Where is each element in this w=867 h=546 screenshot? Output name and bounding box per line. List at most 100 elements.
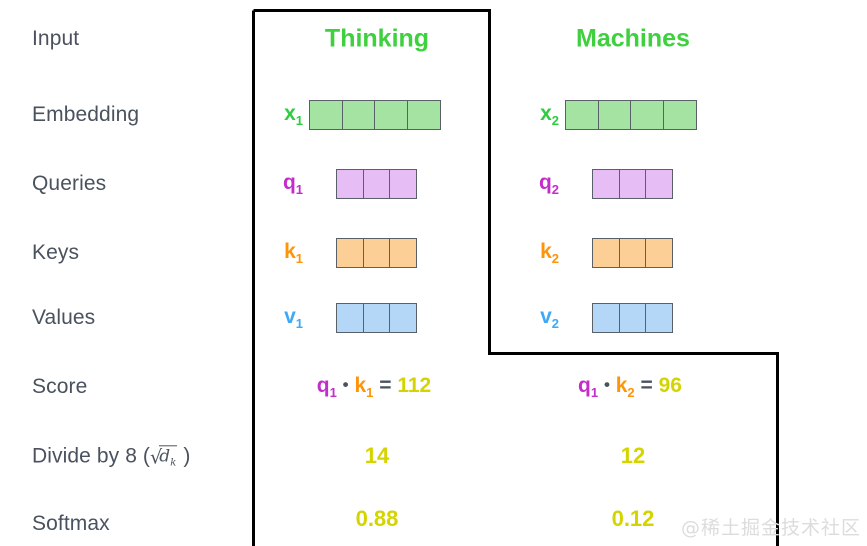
row-label-keys: Keys: [32, 241, 80, 264]
row-label-queries: Queries: [32, 172, 107, 195]
column-header-machines: Machines: [576, 24, 690, 53]
vector-symbol-k1-base: k: [284, 239, 296, 263]
vector-symbol-x2-sub: 2: [551, 113, 559, 129]
vector-cells-x2: [565, 100, 697, 130]
vector-symbol-q1-sub: 1: [295, 182, 303, 198]
score-result-2: 96: [658, 373, 682, 397]
vector-cell: [389, 238, 418, 268]
vector-symbol-x1-sub: 1: [295, 113, 303, 129]
vector-cell: [645, 169, 674, 199]
score-left-operand-1: q1: [316, 373, 337, 401]
row-label-divide-by-8: Divide by 8 (√dk ): [32, 442, 190, 469]
score-expression-column-2: q1 • k2 = 96: [578, 374, 682, 400]
score-right-symbol-1: k: [354, 373, 367, 397]
vector-cell: [618, 238, 647, 268]
score-expression-column-1: q1 • k1 = 112: [317, 374, 431, 400]
vector-cell: [645, 303, 674, 333]
divide-label-prefix: Divide by 8 (: [32, 444, 151, 468]
vector-cell: [362, 303, 391, 333]
vector-cells-x1: [309, 100, 441, 130]
vector-cell: [662, 100, 697, 130]
vector-symbol-q2-sub: 2: [551, 182, 559, 198]
vector-symbol-v2-sub: 2: [551, 316, 559, 332]
column-header-thinking: Thinking: [324, 24, 430, 53]
vector-cell: [389, 303, 418, 333]
radicand-base: d: [159, 446, 171, 467]
vector-cell: [592, 169, 620, 199]
divide-label-suffix: ): [183, 444, 191, 468]
vector-symbol-k2-sub: 2: [551, 251, 559, 267]
softmax-value-column-1: 0.88: [355, 506, 399, 531]
dot-product-operator-icon: •: [342, 374, 349, 394]
vector-cells-q2: [592, 169, 674, 199]
sqrt-glyph: √: [150, 446, 163, 469]
vector-cell: [336, 303, 364, 333]
vector-symbol-x1: x1: [284, 102, 303, 128]
vector-symbol-q2-base: q: [538, 170, 552, 194]
score-left-operand-2: q1: [578, 373, 599, 401]
vector-symbol-k1: k1: [284, 240, 303, 266]
score-right-sub-2: 2: [627, 385, 635, 401]
score-right-operand-2: k2: [615, 373, 635, 401]
row-label-input: Input: [32, 27, 80, 50]
vector-cells-v2: [592, 303, 674, 333]
equals-sign-1: =: [379, 373, 392, 397]
radicand-subscript: k: [170, 457, 177, 469]
divided-value-column-2: 12: [620, 443, 646, 468]
vector-symbol-v2-base: v: [540, 304, 552, 328]
vector-symbol-k1-sub: 1: [295, 251, 303, 267]
vector-cells-k1: [336, 238, 418, 268]
vector-cell: [341, 100, 376, 130]
score-right-sub-1: 1: [366, 385, 374, 401]
vector-symbol-x1-base: x: [284, 101, 296, 125]
score-left-sub-1: 1: [329, 385, 337, 401]
vector-cell: [309, 100, 343, 130]
vector-cell: [389, 169, 418, 199]
vector-cell: [374, 100, 409, 130]
score-result-1: 112: [397, 373, 432, 397]
radicand: dk: [159, 445, 178, 469]
vector-symbol-x2-base: x: [540, 101, 552, 125]
vector-cell: [592, 303, 620, 333]
vector-cell: [362, 169, 391, 199]
row-label-values: Values: [32, 306, 96, 329]
vector-cells-v1: [336, 303, 418, 333]
score-right-operand-1: k1: [354, 373, 374, 401]
softmax-value-column-2: 0.12: [611, 506, 655, 531]
vector-cell: [336, 238, 364, 268]
vector-symbol-x2: x2: [540, 102, 559, 128]
vector-symbol-v1-sub: 1: [295, 316, 303, 332]
score-left-sub-2: 1: [590, 385, 599, 401]
vector-symbol-v1-base: v: [284, 304, 296, 328]
equals-sign-2: =: [640, 373, 653, 397]
vector-cells-q1: [336, 169, 418, 199]
vector-cell: [618, 169, 647, 199]
vector-cell: [362, 238, 391, 268]
vector-cell: [597, 100, 632, 130]
sqrt-expression: √dk: [150, 442, 178, 469]
vector-cell: [336, 169, 364, 199]
vector-symbol-v1: v1: [284, 305, 303, 331]
score-left-symbol-1: q: [316, 373, 330, 397]
divided-value-column-1: 14: [364, 443, 390, 468]
vector-symbol-v2: v2: [540, 305, 559, 331]
dot-product-operator-icon: •: [603, 374, 610, 394]
vector-symbol-q1: q1: [283, 171, 303, 197]
row-label-score: Score: [32, 375, 88, 398]
vector-cells-k2: [592, 238, 674, 268]
vector-symbol-k2: k2: [540, 240, 559, 266]
score-left-symbol-2: q: [578, 373, 591, 397]
watermark: @稀土掘金技术社区: [680, 517, 861, 539]
vector-symbol-q1-base: q: [282, 170, 296, 194]
row-label-softmax: Softmax: [32, 512, 110, 535]
vector-cell: [630, 100, 665, 130]
score-right-symbol-2: k: [615, 373, 628, 397]
vector-symbol-q2: q2: [539, 171, 559, 197]
vector-cell: [592, 238, 620, 268]
vector-cell: [406, 100, 441, 130]
vector-cell: [618, 303, 647, 333]
vector-cell: [565, 100, 599, 130]
row-label-embedding: Embedding: [32, 103, 140, 126]
vector-symbol-k2-base: k: [540, 239, 552, 263]
